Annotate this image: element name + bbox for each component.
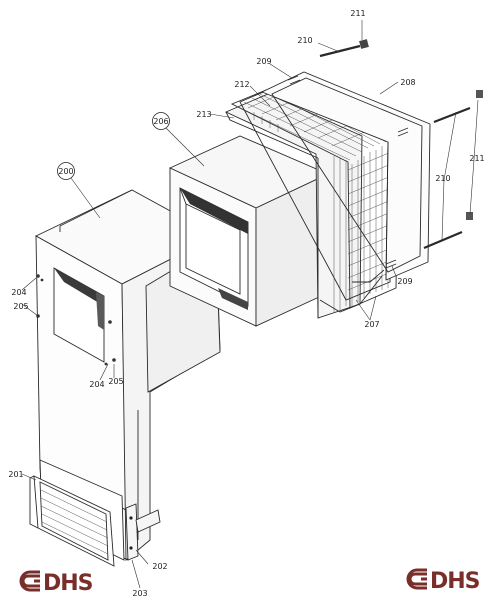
dhs-logo-left-mark bbox=[19, 570, 40, 592]
dhs-logo-right: DHS bbox=[406, 568, 481, 594]
spacers-209 bbox=[287, 75, 409, 269]
callout-211-right: 211 bbox=[469, 154, 484, 163]
callout-201: 201 bbox=[8, 470, 23, 479]
callout-204-left: 204 bbox=[11, 288, 26, 297]
callout-205-mid: 205 bbox=[108, 377, 123, 386]
callout-circle-206 bbox=[152, 112, 170, 130]
callout-205-left: 205 bbox=[13, 302, 28, 311]
callout-213: 213 bbox=[196, 110, 211, 119]
callout-202: 202 bbox=[152, 562, 167, 571]
callout-209-bottom: 209 bbox=[397, 277, 412, 286]
callout-210-right: 210 bbox=[435, 174, 450, 183]
dhs-logo-left-text: DHS bbox=[43, 571, 93, 596]
callout-206: 206 bbox=[153, 117, 168, 126]
dhs-logo-right-text: DHS bbox=[430, 569, 480, 594]
callout-200: 200 bbox=[58, 167, 73, 176]
nuts-211 bbox=[359, 39, 483, 220]
dhs-logo-left: DHS bbox=[19, 570, 94, 596]
dhs-logo-right-mark bbox=[406, 568, 427, 590]
leader-lines bbox=[21, 20, 479, 589]
rods-210 bbox=[319, 44, 471, 250]
callout-203: 203 bbox=[132, 589, 147, 598]
duct-206 bbox=[168, 135, 331, 327]
callout-211-top: 211 bbox=[350, 9, 365, 18]
callout-212: 212 bbox=[234, 80, 249, 89]
callout-208: 208 bbox=[400, 78, 415, 87]
callout-210-top: 210 bbox=[297, 36, 312, 45]
plate-208 bbox=[260, 71, 431, 281]
callout-207: 207 bbox=[364, 320, 379, 329]
callout-209-top: 209 bbox=[256, 57, 271, 66]
callout-circle-200 bbox=[57, 162, 75, 180]
callout-204-mid: 204 bbox=[89, 380, 104, 389]
gasket-201 bbox=[29, 475, 115, 567]
